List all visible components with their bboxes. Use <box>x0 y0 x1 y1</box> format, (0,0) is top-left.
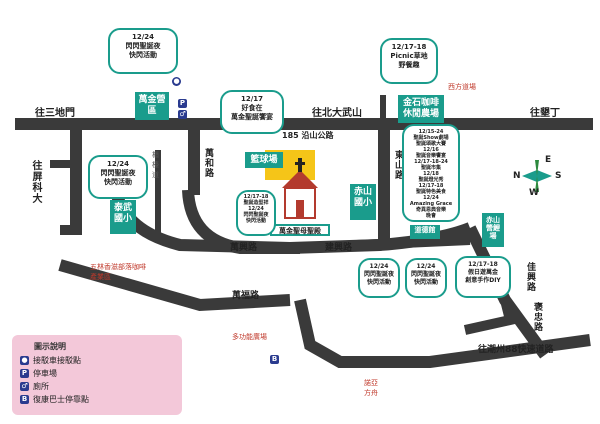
road-label-wanfu: 萬福路 <box>232 291 260 301</box>
road-label-wanhe: 萬和路 <box>203 148 213 178</box>
road-label-jianxing: 建興路 <box>325 243 353 253</box>
toilet-icon: ♂ <box>178 110 187 119</box>
parking-icon: P <box>178 99 187 108</box>
event-callout-picnic: 12/17-18 Picnic草地 野餐趣 <box>380 38 438 84</box>
event-callout-daode: 12/24 閃閃聖誕夜 快閃活動 <box>405 258 447 298</box>
place-basketball: 籃球場 <box>245 152 283 168</box>
label-nuoya: 諾亞方舟 <box>364 379 378 397</box>
shuttle-stop-icon: ● <box>20 356 29 365</box>
label-west-temple: 西方道場 <box>448 83 476 91</box>
road-label-north-wushan: 往北大武山 <box>312 108 362 119</box>
event-callout-church: 12/17-18 聖誕造型祥 12/24 閃閃聖誕夜 快閃活動 <box>236 190 276 236</box>
road-label-route185: 185 沿山公路 <box>282 131 334 140</box>
legend-title: 圖示說明 <box>34 342 66 351</box>
event-callout-diy: 12/17-18 假日遊萬金 創意手作DIY <box>455 256 511 298</box>
legend-item: ● 接駁車接駁點 <box>20 355 81 366</box>
road-label-jiaxing: 佳興路 <box>525 262 535 292</box>
place-wanjin-camp: 萬金營區 <box>135 92 169 120</box>
parking-icon: P <box>20 369 29 378</box>
event-callout-camp: 12/24 閃閃聖誕夜 快閃活動 <box>108 28 178 74</box>
legend-item: P 停車場 <box>20 368 57 379</box>
legend-item-label: 廁所 <box>33 382 49 391</box>
place-jinjin-coffee: 金石咖啡休閒農場 <box>398 95 444 123</box>
road-label-baozhong: 褒忠路 <box>532 302 542 332</box>
road-label-pingke: 往屏科大 <box>30 160 41 204</box>
label-side-lane: 櫃檯道 <box>152 151 159 179</box>
label-coffee-farm: 五林香滋部落咖啡產業區 <box>90 263 146 281</box>
label-multifunction: 多功能廣場 <box>232 333 267 341</box>
compass-n: N <box>513 171 521 181</box>
event-callout-taiwu: 12/24 閃閃聖誕夜 快閃活動 <box>88 155 148 199</box>
compass-w: W <box>529 188 539 198</box>
place-chishan-school: 赤山國小 <box>350 184 376 220</box>
legend-item-label: 接駁車接駁點 <box>33 356 81 365</box>
bus-stop-icon: B <box>20 395 29 404</box>
shuttle-stop-icon: ● <box>172 77 181 86</box>
toilet-icon: ♂ <box>20 382 29 391</box>
event-callout-dongshan: 12/24 閃閃聖誕夜 快閃活動 <box>358 258 400 298</box>
place-taiwu-school: 泰武國小 <box>110 200 136 234</box>
legend-item-label: 復康巴士停靠點 <box>33 395 89 404</box>
compass-s: S <box>555 171 562 181</box>
legend-item: B 復康巴士停靠點 <box>20 394 89 405</box>
bus-stop-icon: B <box>270 355 279 364</box>
legend: 圖示說明 ● 接駁車接駁點 P 停車場 ♂ 廁所 B 復康巴士停靠點 <box>12 335 182 415</box>
place-chishan-lodge: 赤山營鯉場 <box>482 213 504 247</box>
legend-item: ♂ 廁所 <box>20 381 49 392</box>
legend-item-label: 停車場 <box>33 369 57 378</box>
event-callout-main: 12/15-24 聖誕Show劇場 聖誕頌歌大賽 12/16 聖誕音樂饗宴 12… <box>402 124 460 222</box>
road-label-wanxing: 萬興路 <box>230 243 258 253</box>
road-label-sandimen: 往三地門 <box>35 108 75 119</box>
road-label-dongshan: 東山路 <box>393 150 403 180</box>
event-callout-feast: 12/17 好食在 萬金聖誕饗宴 <box>220 90 284 134</box>
compass-e: E <box>545 155 552 165</box>
place-daode-hall: 道德館 <box>410 225 440 239</box>
road-label-chaozhou: 往潮州88快速道路 <box>478 345 554 355</box>
place-church: 萬金聖母聖殿 <box>270 224 330 236</box>
road-label-kenting: 往墾丁 <box>530 108 560 119</box>
